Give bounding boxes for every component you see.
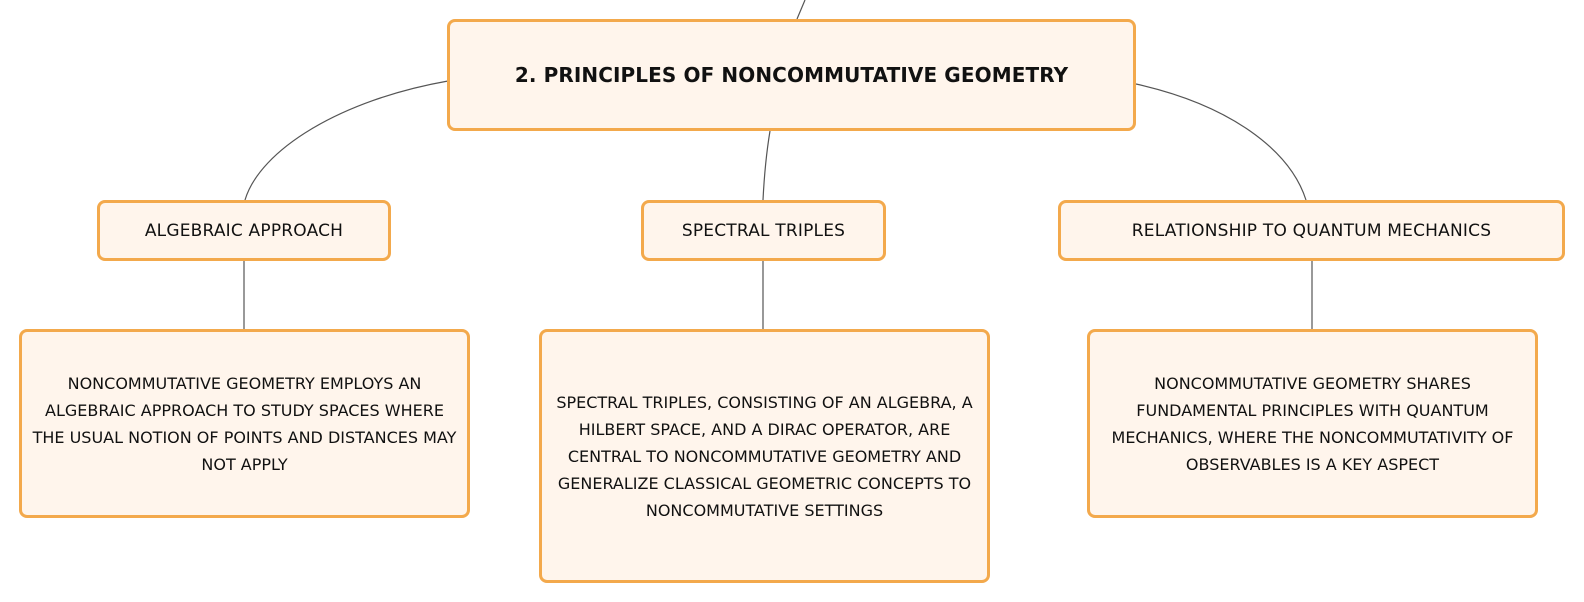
connector-root-to-quantum xyxy=(1135,83,1307,201)
branch-node-spectral-triples[interactable]: SPECTRAL TRIPLES xyxy=(641,200,886,261)
root-topic-title: 2. PRINCIPLES OF NONCOMMUTATIVE GEOMETRY xyxy=(514,63,1069,87)
detail-node-quantum-mechanics[interactable]: NONCOMMUTATIVE GEOMETRY SHARES FUNDAMENT… xyxy=(1087,329,1538,518)
detail-text: NONCOMMUTATIVE GEOMETRY EMPLOYS AN ALGEB… xyxy=(32,373,457,474)
detail-text: NONCOMMUTATIVE GEOMETRY SHARES FUNDAMENT… xyxy=(1111,373,1514,474)
branch-label: ALGEBRAIC APPROACH xyxy=(144,220,344,241)
branch-node-quantum-mechanics[interactable]: RELATIONSHIP TO QUANTUM MECHANICS xyxy=(1058,200,1565,261)
branch-label: SPECTRAL TRIPLES xyxy=(681,220,846,241)
connector-root-to-algebraic xyxy=(244,80,449,201)
branch-node-algebraic-approach[interactable]: ALGEBRAIC APPROACH xyxy=(97,200,391,261)
branch-label: RELATIONSHIP TO QUANTUM MECHANICS xyxy=(1131,220,1492,241)
connector-root-to-spectral xyxy=(762,130,771,201)
detail-text: SPECTRAL TRIPLES, CONSISTING OF AN ALGEB… xyxy=(556,392,973,520)
root-topic-node[interactable]: 2. PRINCIPLES OF NONCOMMUTATIVE GEOMETRY xyxy=(447,19,1136,131)
connector-parent-to-root xyxy=(796,0,806,20)
detail-node-spectral-triples[interactable]: SPECTRAL TRIPLES, CONSISTING OF AN ALGEB… xyxy=(539,329,990,583)
detail-node-algebraic-approach[interactable]: NONCOMMUTATIVE GEOMETRY EMPLOYS AN ALGEB… xyxy=(19,329,470,518)
